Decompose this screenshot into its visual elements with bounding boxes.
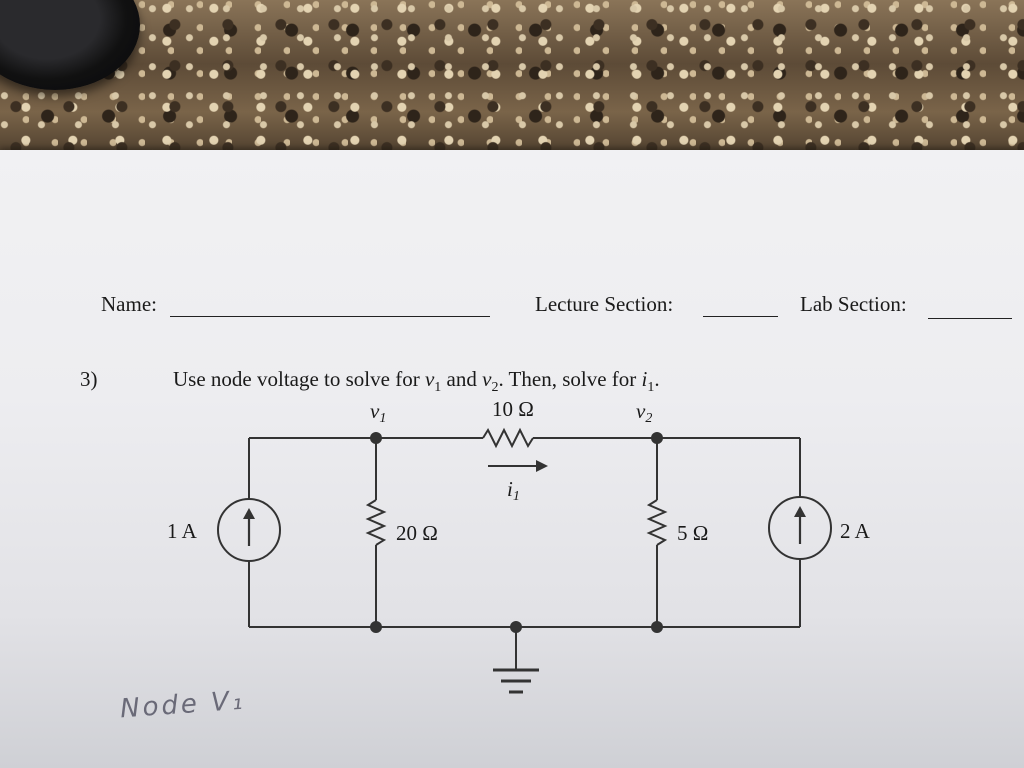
node-ground-dot — [510, 621, 522, 633]
name-blank — [170, 316, 490, 317]
var-v2: v — [482, 367, 492, 391]
source-1a-label: 1 A — [167, 519, 198, 543]
resistor-5ohm-label: 5 Ω — [677, 521, 708, 545]
current-arrow-icon — [536, 460, 548, 472]
resistor-10ohm-label: 10 Ω — [492, 397, 534, 421]
current-source-1a — [217, 498, 281, 562]
resistor-10ohm — [482, 427, 534, 449]
node-v2-dot — [651, 432, 663, 444]
countertop-background — [0, 0, 1024, 160]
lab-section-label: Lab Section: — [800, 292, 907, 316]
node-bottom-left-dot — [370, 621, 382, 633]
resistor-20ohm-label: 20 Ω — [396, 521, 438, 545]
problem-text-and: and — [441, 367, 483, 391]
lecture-section-blank — [703, 316, 778, 317]
problem-number: 3) — [80, 367, 98, 391]
worksheet-paper — [0, 150, 1024, 768]
var-i1: i — [641, 367, 648, 391]
var-i1-sub: 1 — [647, 380, 655, 396]
source-2a-label: 2 A — [840, 519, 871, 543]
node-v2-label: v2 — [636, 399, 652, 426]
lecture-section-label: Lecture Section: — [535, 292, 674, 316]
current-source-2a — [768, 496, 832, 560]
resistor-5ohm — [646, 499, 668, 546]
var-v2-sub: 2 — [491, 380, 499, 396]
node-bottom-right-dot — [651, 621, 663, 633]
current-i1-label: i1 — [507, 477, 520, 504]
problem-statement: Use node voltage to solve for v1 and v2.… — [173, 367, 660, 396]
problem-text-part: Use node voltage to solve for — [173, 367, 425, 391]
node-v1-label: v1 — [370, 399, 386, 426]
problem-text-end: . — [654, 367, 660, 391]
lab-section-blank — [928, 318, 1012, 319]
problem-text-then: . Then, solve for — [498, 367, 642, 391]
var-v1: v — [424, 367, 435, 391]
arrow-up-icon — [794, 506, 806, 517]
var-v1-sub: 1 — [434, 380, 442, 396]
resistor-20ohm — [365, 499, 387, 546]
name-label: Name: — [101, 292, 157, 316]
node-v1-dot — [370, 432, 382, 444]
arrow-up-icon — [243, 508, 255, 519]
